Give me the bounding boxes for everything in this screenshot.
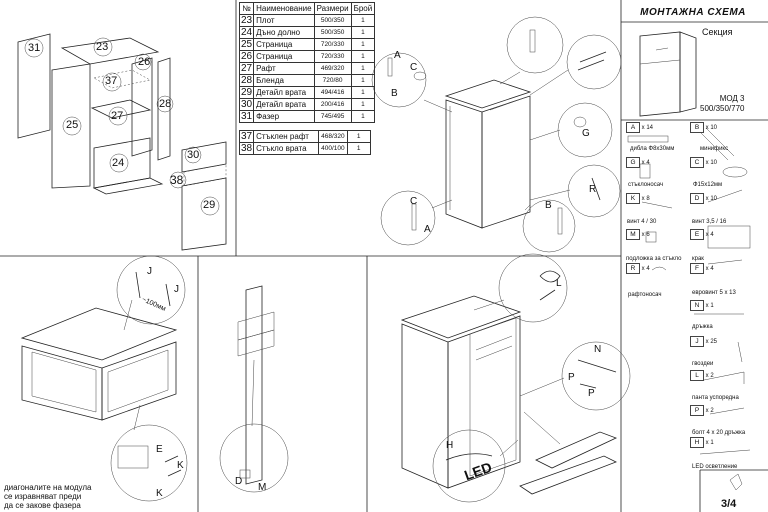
assembly-note: диагоналите на модула се изравняват пред… bbox=[4, 483, 92, 510]
hardware-name: винт 4 / 30 bbox=[627, 219, 657, 225]
page-number: 3/4 bbox=[721, 498, 737, 510]
hardware-name: рафтоносач bbox=[628, 292, 662, 298]
hardware-name: минификс bbox=[700, 146, 729, 152]
callout-letter: J bbox=[174, 284, 179, 295]
callout-letter: P bbox=[568, 372, 575, 383]
callout-letter: K bbox=[156, 488, 163, 499]
hardware-name: болт 4 x 20 дръжка bbox=[692, 430, 746, 436]
callout-letter: C bbox=[410, 196, 418, 207]
part-label: 24 bbox=[112, 157, 125, 169]
hardware-name: панта успоредна bbox=[692, 395, 739, 401]
col-no: № bbox=[238, 2, 255, 15]
part-label: 28 bbox=[159, 98, 172, 110]
hardware-item: L x 2 bbox=[690, 370, 714, 381]
callout-letter: E bbox=[156, 444, 163, 455]
col-name: Наименование bbox=[253, 2, 315, 15]
hardware-item: K x 8 bbox=[626, 193, 650, 204]
hardware-item: J x 25 bbox=[690, 336, 717, 347]
callout-letter: G bbox=[582, 128, 590, 139]
hardware-item: P x 2 bbox=[690, 405, 714, 416]
callout-letter: A bbox=[424, 224, 431, 235]
part-label: 37 bbox=[105, 75, 118, 87]
callout-letter: A bbox=[394, 50, 401, 61]
callout-letter: P bbox=[588, 388, 595, 399]
hardware-name: крак bbox=[692, 256, 704, 262]
callout-letter: M bbox=[258, 482, 267, 493]
hardware-name: стъклоносач bbox=[628, 182, 664, 188]
hardware-item: A x 14 bbox=[626, 122, 653, 133]
hardware-item: H x 1 bbox=[690, 437, 714, 448]
drawing-subtitle: Секция bbox=[702, 27, 733, 37]
col-size: Размери bbox=[313, 2, 352, 15]
model-name: МОД 3 bbox=[719, 94, 745, 103]
part-label: 29 bbox=[203, 199, 216, 211]
hardware-name: евровинт 5 x 13 bbox=[692, 290, 736, 296]
exploded-view bbox=[17, 33, 227, 251]
part-label: 30 bbox=[187, 149, 200, 161]
back-panel-nailing bbox=[20, 255, 188, 502]
callout-letter: L bbox=[556, 278, 562, 289]
hardware-name: дръжка bbox=[692, 324, 713, 330]
callout-letter: K bbox=[177, 460, 184, 471]
hardware-item: D x 10 bbox=[690, 193, 717, 204]
hardware-name: LED осветление bbox=[692, 464, 738, 470]
col-qty: Брой bbox=[350, 2, 376, 15]
hardware-item: F x 4 bbox=[690, 263, 714, 274]
parts-table-header: № Наименование Размери Брой bbox=[238, 2, 376, 15]
carcass-assembly bbox=[371, 16, 622, 253]
callout-letter: D bbox=[235, 476, 243, 487]
hardware-item: B x 10 bbox=[690, 122, 717, 133]
model-dimensions: 500/350/770 bbox=[700, 104, 745, 113]
hardware-name: подложка за стъкло bbox=[626, 256, 682, 262]
callout-letter: C bbox=[410, 62, 418, 73]
part-label: 25 bbox=[66, 119, 79, 131]
callout-letter: J bbox=[147, 266, 152, 277]
glass-door-detail bbox=[219, 285, 289, 493]
drawing-title: МОНТАЖНА СХЕМА bbox=[640, 6, 746, 18]
hardware-name: дибла Ф8x30мм bbox=[630, 146, 675, 152]
hardware-item: M x 6 bbox=[626, 229, 650, 240]
door-handle-led-assembly bbox=[400, 253, 631, 503]
callout-letter: R bbox=[589, 184, 597, 195]
model-info: МОД 3 500/350/770 bbox=[700, 94, 745, 114]
callout-letter: B bbox=[391, 88, 398, 99]
hardware-name: Ф15x12мм bbox=[693, 182, 723, 188]
hardware-item: N x 1 bbox=[690, 300, 714, 311]
hardware-item: C x 10 bbox=[690, 157, 717, 168]
hardware-item: E x 4 bbox=[690, 229, 714, 240]
part-label: 23 bbox=[96, 41, 109, 53]
callout-letter: H bbox=[446, 440, 454, 451]
part-label: 27 bbox=[111, 110, 124, 122]
part-label: 31 bbox=[28, 42, 41, 54]
callout-letter: B bbox=[545, 200, 552, 211]
hardware-item: R x 4 bbox=[626, 263, 650, 274]
callout-letter: N bbox=[594, 344, 602, 355]
part-label: 38 bbox=[170, 173, 184, 187]
hardware-icons bbox=[627, 31, 768, 512]
hardware-name: винт 3,5 / 16 bbox=[692, 219, 727, 225]
part-label: 26 bbox=[138, 56, 151, 68]
hardware-item: G x 4 bbox=[626, 157, 650, 168]
hardware-name: гвоздеи bbox=[692, 361, 714, 367]
